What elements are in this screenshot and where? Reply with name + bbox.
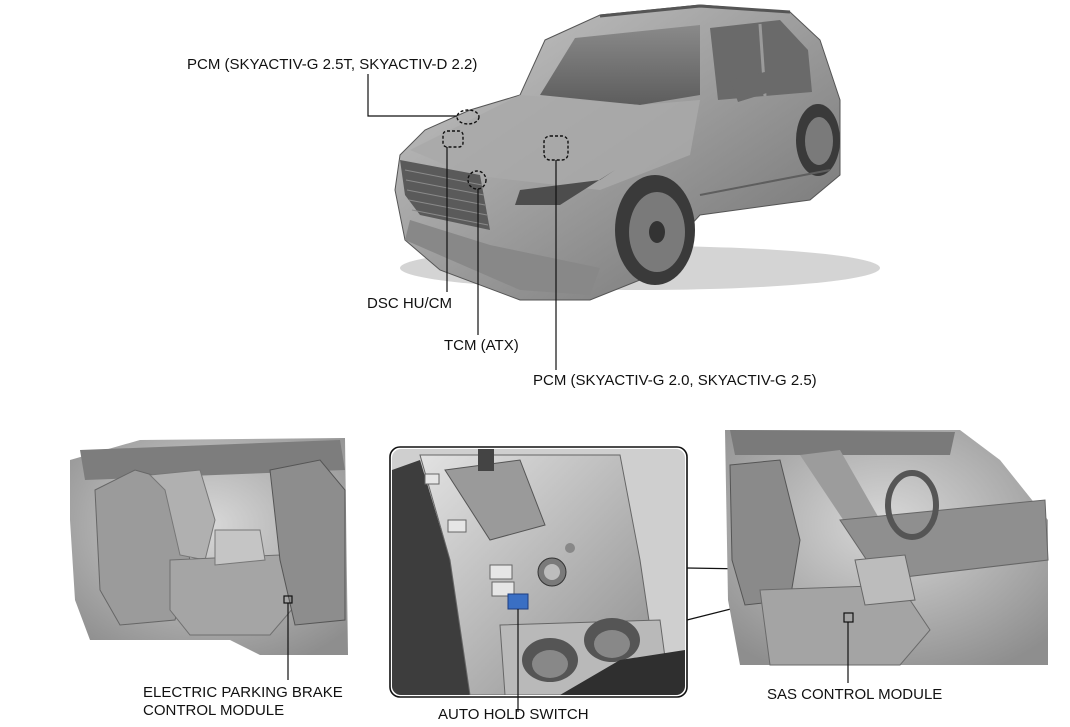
leader-pcm-turbo xyxy=(367,74,457,117)
pcm-turbo-marker xyxy=(456,109,480,125)
tcm-marker xyxy=(467,170,487,190)
location-markers-vehicle xyxy=(442,109,569,190)
label-epb-line2: CONTROL MODULE xyxy=(143,702,285,719)
label-auto-hold-switch: AUTO HOLD SWITCH xyxy=(438,706,589,723)
label-pcm-na: PCM (SKYACTIV-G 2.0, SKYACTIV-G 2.5) xyxy=(533,372,817,389)
label-dsc-hu-cm: DSC HU/CM xyxy=(367,295,452,312)
label-tcm-atx: TCM (ATX) xyxy=(444,337,519,354)
label-pcm-turbo: PCM (SKYACTIV-G 2.5T, SKYACTIV-D 2.2) xyxy=(187,56,478,73)
label-epb-line1: ELECTRIC PARKING BRAKE xyxy=(143,684,343,701)
vehicle-illustration xyxy=(394,4,880,301)
pcm-na-marker xyxy=(543,135,569,161)
rear-interior-illustration xyxy=(70,438,348,655)
leader-lines-vehicle xyxy=(367,74,557,370)
label-sas-control-module: SAS CONTROL MODULE xyxy=(767,686,943,703)
auto-hold-switch-highlight xyxy=(507,593,529,610)
console-detail-panel xyxy=(389,446,688,698)
dsc-marker xyxy=(442,130,464,148)
front-interior-illustration xyxy=(725,430,1049,666)
